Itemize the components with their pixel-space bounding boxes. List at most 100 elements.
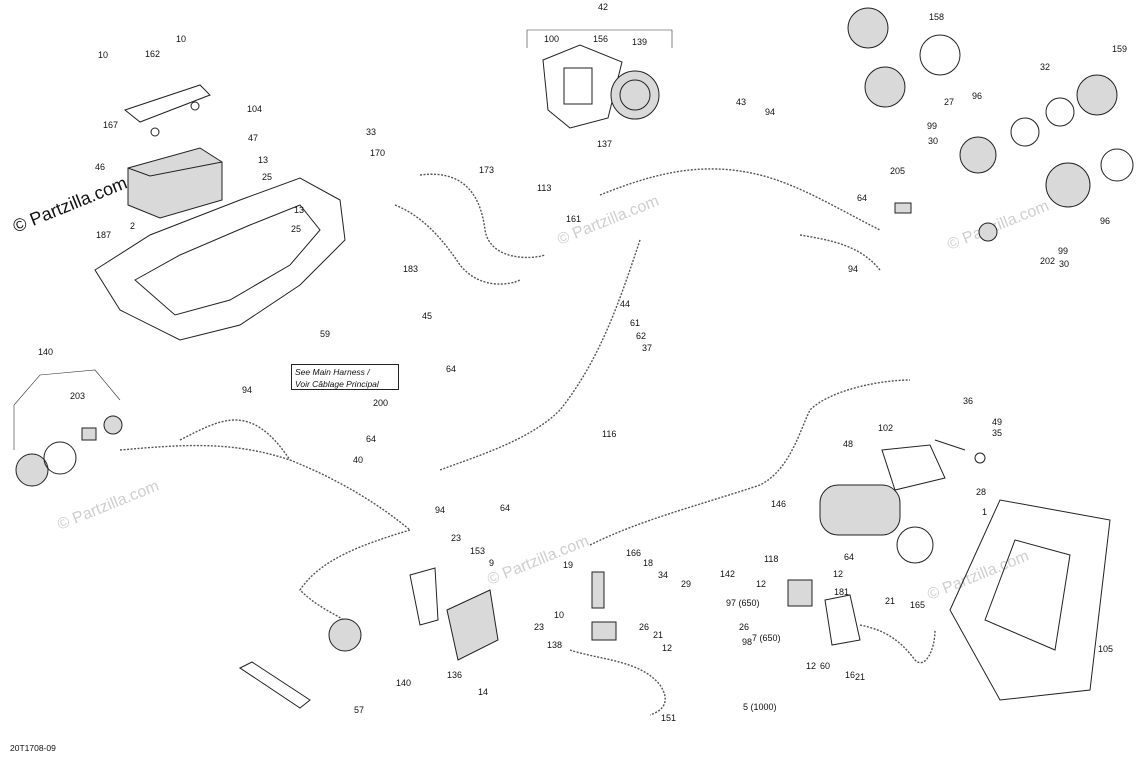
- watermark-faint: © Partzilla.com: [925, 548, 1031, 604]
- nut: [190, 101, 200, 111]
- callout-96: 96: [1100, 216, 1110, 226]
- callout-105: 105: [1098, 644, 1113, 654]
- retaining-ring-32: [1045, 97, 1075, 127]
- drawing-code: 20T1708-09: [10, 743, 56, 753]
- gauge: [610, 70, 660, 120]
- callout-23: 23: [451, 533, 461, 543]
- callout-99: 99: [1058, 246, 1068, 256]
- callout-32: 32: [1040, 62, 1050, 72]
- reflector-strip-57: [239, 661, 311, 709]
- callout-170: 170: [370, 148, 385, 158]
- watermark-layer: © Partzilla.com © Partzilla.com © Partzi…: [55, 193, 1051, 604]
- callout-146: 146: [771, 499, 786, 509]
- callout-156: 156: [593, 34, 608, 44]
- winch-drum-end: [896, 526, 934, 564]
- callout-181: 181: [834, 587, 849, 597]
- callout-64: 64: [500, 503, 510, 513]
- callout-49: 49: [992, 417, 1002, 427]
- bolt-49: [934, 439, 966, 451]
- callout-30: 30: [928, 136, 938, 146]
- callout-151: 151: [661, 713, 676, 723]
- callout-13: 13: [294, 205, 304, 215]
- harness-right: [799, 234, 881, 271]
- callout-14: 14: [478, 687, 488, 697]
- bezel-ring: [1100, 148, 1134, 182]
- callout-25: 25: [291, 224, 301, 234]
- cluster-window: [563, 67, 593, 105]
- winch-contactor-102: [881, 444, 946, 491]
- callout-23: 23: [534, 622, 544, 632]
- callout-94: 94: [848, 264, 858, 274]
- bulb-203: [81, 427, 97, 441]
- cluster-bezel: [542, 44, 623, 129]
- callout-61: 61: [630, 318, 640, 328]
- callout-12: 12: [806, 661, 816, 671]
- callout-21: 21: [653, 630, 663, 640]
- callout-139: 139: [632, 37, 647, 47]
- relay-group: [569, 571, 936, 716]
- fog-lens: [15, 453, 49, 487]
- callout-64: 64: [857, 193, 867, 203]
- callout-10: 10: [554, 610, 564, 620]
- callout-36: 36: [963, 396, 973, 406]
- callout-138: 138: [547, 640, 562, 650]
- watermark-faint: © Partzilla.com: [485, 533, 591, 589]
- battery-tray: [94, 177, 346, 341]
- watermark-faint: © Partzilla.com: [945, 198, 1051, 254]
- callout-27: 27: [944, 97, 954, 107]
- fog-light-group: [13, 369, 362, 709]
- callout-10: 10: [176, 34, 186, 44]
- callout-29: 29: [681, 579, 691, 589]
- callout-10: 10: [98, 50, 108, 60]
- winch-mount-105: [949, 499, 1111, 701]
- callout-100: 100: [544, 34, 559, 44]
- callout-9: 9: [489, 558, 494, 568]
- callout-200: 200: [373, 398, 388, 408]
- callout-47: 47: [248, 133, 258, 143]
- callout-205: 205: [890, 166, 905, 176]
- socket-202: [978, 222, 998, 242]
- callout-94: 94: [435, 505, 445, 515]
- relay-bracket-166: [591, 571, 605, 609]
- callout-159: 159: [1112, 44, 1127, 54]
- callout-59: 59: [320, 329, 330, 339]
- battery-top: [127, 161, 223, 177]
- callout-19: 19: [563, 560, 573, 570]
- callout-140: 140: [38, 347, 53, 357]
- callout-99: 99: [927, 121, 937, 131]
- callout-26: 26: [639, 622, 649, 632]
- battery-post: [150, 127, 160, 137]
- callout-12: 12: [756, 579, 766, 589]
- callout-183: 183: [403, 264, 418, 274]
- callout-43: 43: [736, 97, 746, 107]
- callout-142: 142: [720, 569, 735, 579]
- gauge-face: [619, 79, 651, 111]
- callout-202: 202: [1040, 256, 1055, 266]
- bracket-181: [824, 594, 861, 646]
- callout-158: 158: [929, 12, 944, 22]
- callout-45: 45: [422, 311, 432, 321]
- callout-37: 37: [642, 343, 652, 353]
- winch-group: [589, 379, 1111, 701]
- callout-153: 153: [470, 546, 485, 556]
- callout-113: 113: [537, 183, 551, 193]
- callout-33: 33: [366, 127, 376, 137]
- callout-13: 13: [258, 155, 268, 165]
- callout-46: 46: [95, 162, 105, 172]
- socket: [103, 415, 123, 435]
- callout-104: 104: [247, 104, 262, 114]
- callout-173: 173: [479, 165, 494, 175]
- headlight-159: [1076, 74, 1118, 116]
- callout-48: 48: [843, 439, 853, 449]
- housing-96: [959, 136, 997, 174]
- harness-lower-left: [299, 529, 411, 626]
- callout-57: 57: [354, 705, 364, 715]
- callout-64: 64: [446, 364, 456, 374]
- callout-25: 25: [262, 172, 272, 182]
- harness-183: [394, 204, 521, 285]
- callout-64: 64: [844, 552, 854, 562]
- fog-housing: [43, 441, 77, 475]
- regulator-group: [409, 567, 499, 661]
- callout-162: 162: [145, 49, 160, 59]
